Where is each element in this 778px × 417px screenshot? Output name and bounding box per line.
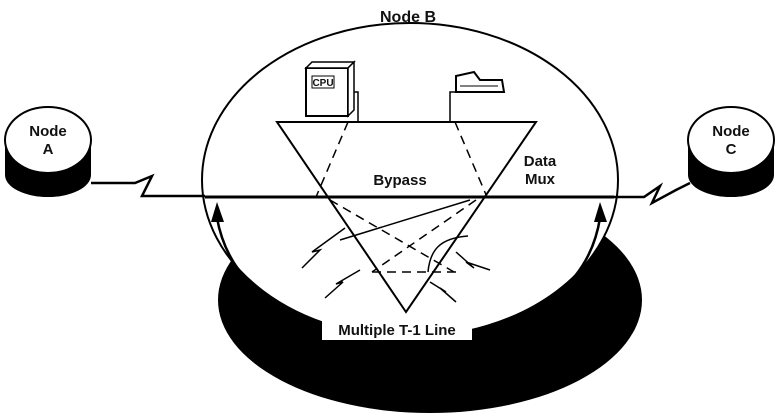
cpu-icon: CPU (304, 60, 359, 122)
trunk-label: Multiple T-1 Line (338, 322, 456, 339)
bypass-label: Bypass (373, 172, 426, 189)
data-mux-label-line1: Data (524, 153, 557, 170)
data-mux-triangle (275, 121, 538, 314)
terminal-icon (449, 70, 506, 122)
node-a-label-line2: A (43, 141, 54, 158)
trunk-label-bg (322, 320, 472, 340)
node-c: Node C (687, 106, 775, 197)
signal-squiggles (301, 227, 491, 303)
bypass-paths (315, 121, 488, 273)
node-c-label-line2: C (726, 141, 737, 158)
data-mux-label-line2: Mux (525, 171, 556, 188)
t1-arrows (215, 217, 602, 327)
arrowhead-right (594, 202, 607, 222)
link-a-to-b (91, 173, 205, 198)
cpu-label: CPU (312, 78, 333, 89)
node-a: Node A (4, 106, 92, 197)
arrowhead-left (211, 202, 224, 222)
link-b-to-c (614, 181, 691, 206)
node-b-title: Node B (380, 9, 436, 26)
node-a-label-line1: Node (29, 123, 67, 140)
internal-paths (339, 199, 471, 273)
node-c-label-line1: Node (712, 123, 750, 140)
